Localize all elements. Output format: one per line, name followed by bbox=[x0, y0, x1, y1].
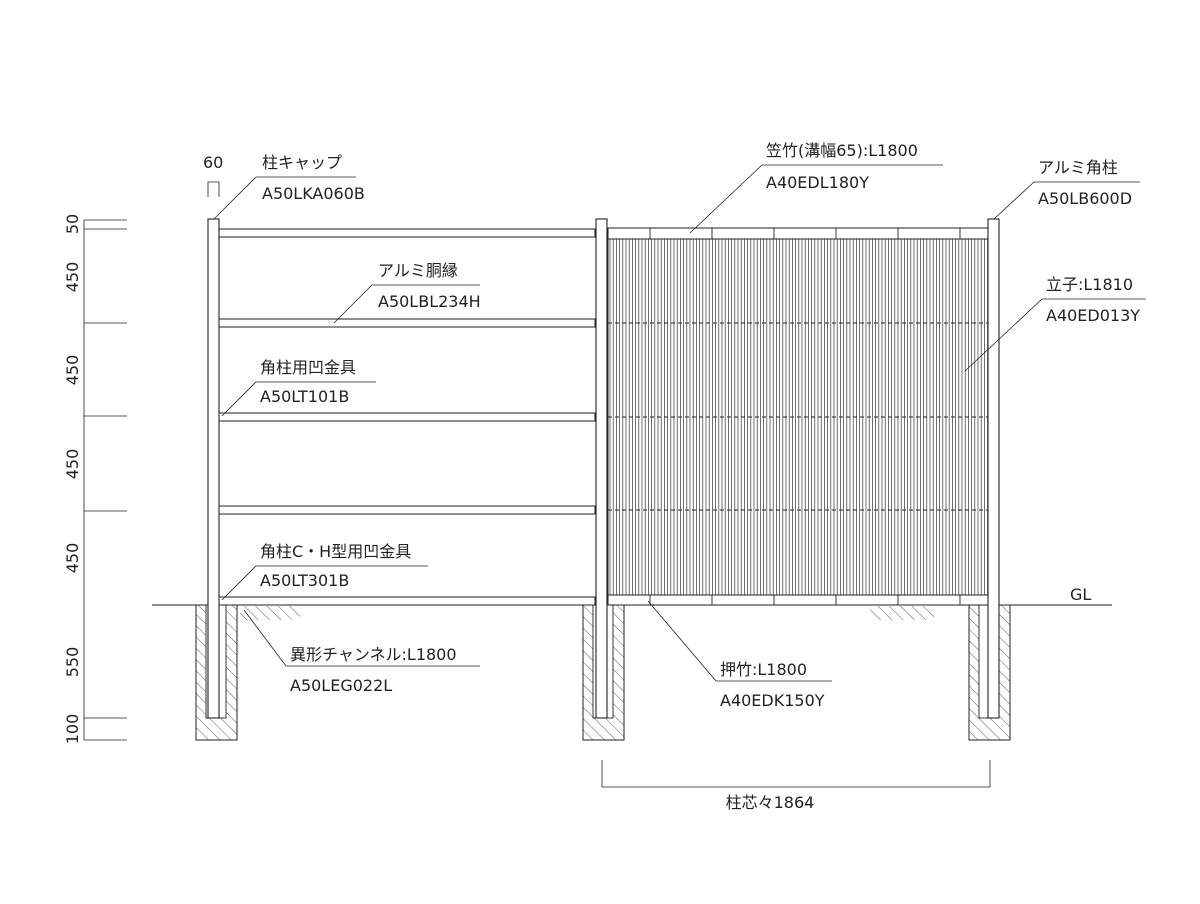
tateko-name: 立子:L1810 bbox=[1046, 275, 1133, 294]
channel-name: 異形チャンネル:L1800 bbox=[290, 645, 457, 664]
channel-code: A50LEG022L bbox=[290, 676, 392, 695]
alu-post-name: アルミ角柱 bbox=[1038, 158, 1118, 177]
callout-post-bracket: 角柱用凹金具 A50LT101B bbox=[221, 358, 376, 417]
post-pitch-dimension: 柱芯々1864 bbox=[601, 760, 991, 812]
post-bracket-code: A50LT101B bbox=[260, 387, 349, 406]
callout-alu-post: アルミ角柱 A50LB600D bbox=[993, 158, 1140, 220]
ch-bracket-code: A50LT301B bbox=[260, 571, 349, 590]
dim-100: 100 bbox=[63, 714, 82, 745]
callout-kasa-take: 笠竹(溝幅65):L1800 A40EDL180Y bbox=[689, 141, 943, 234]
post-bracket-name: 角柱用凹金具 bbox=[260, 358, 356, 377]
kasa-take-name: 笠竹(溝幅65):L1800 bbox=[766, 141, 918, 160]
dim-550: 550 bbox=[63, 647, 82, 678]
oshi-take-name: 押竹:L1800 bbox=[720, 660, 807, 679]
callout-ch-bracket: 角柱C・H型用凹金具 A50LT301B bbox=[221, 542, 428, 601]
callout-tateko: 立子:L1810 A40ED013Y bbox=[964, 275, 1146, 372]
callout-alu-rail: アルミ胴縁 A50LBL234H bbox=[333, 261, 481, 324]
callout-channel: 異形チャンネル:L1800 A50LEG022L bbox=[243, 609, 480, 695]
ground-label: GL bbox=[1070, 585, 1091, 604]
callout-oshi-take: 押竹:L1800 A40EDK150Y bbox=[647, 600, 832, 710]
tateko-code: A40ED013Y bbox=[1046, 306, 1140, 325]
post-cap-code: A50LKA060B bbox=[262, 184, 365, 203]
ch-bracket-name: 角柱C・H型用凹金具 bbox=[260, 542, 411, 561]
aluminium-posts bbox=[207, 218, 1000, 719]
height-dimension-chain: 50 450 450 450 450 550 100 bbox=[63, 214, 127, 744]
dim-450-b: 450 bbox=[63, 355, 82, 386]
alu-post-code: A50LB600D bbox=[1038, 189, 1132, 208]
post-width-dimension: 60 bbox=[203, 153, 223, 197]
right-panel-bamboo bbox=[607, 227, 990, 606]
dim-450-c: 450 bbox=[63, 449, 82, 480]
dim-50: 50 bbox=[63, 214, 82, 234]
post-cap-name: 柱キャップ bbox=[262, 153, 342, 172]
callout-post-cap: 柱キャップ A50LKA060B bbox=[213, 153, 365, 220]
dim-450-d: 450 bbox=[63, 543, 82, 574]
oshi-take-code: A40EDK150Y bbox=[720, 691, 825, 710]
dim-post-pitch: 柱芯々1864 bbox=[726, 793, 815, 812]
alu-rail-name: アルミ胴縁 bbox=[378, 261, 458, 280]
dim-60: 60 bbox=[203, 153, 223, 172]
kasa-take-code: A40EDL180Y bbox=[766, 173, 869, 192]
dim-450-a: 450 bbox=[63, 262, 82, 293]
alu-rail-code: A50LBL234H bbox=[378, 292, 481, 311]
